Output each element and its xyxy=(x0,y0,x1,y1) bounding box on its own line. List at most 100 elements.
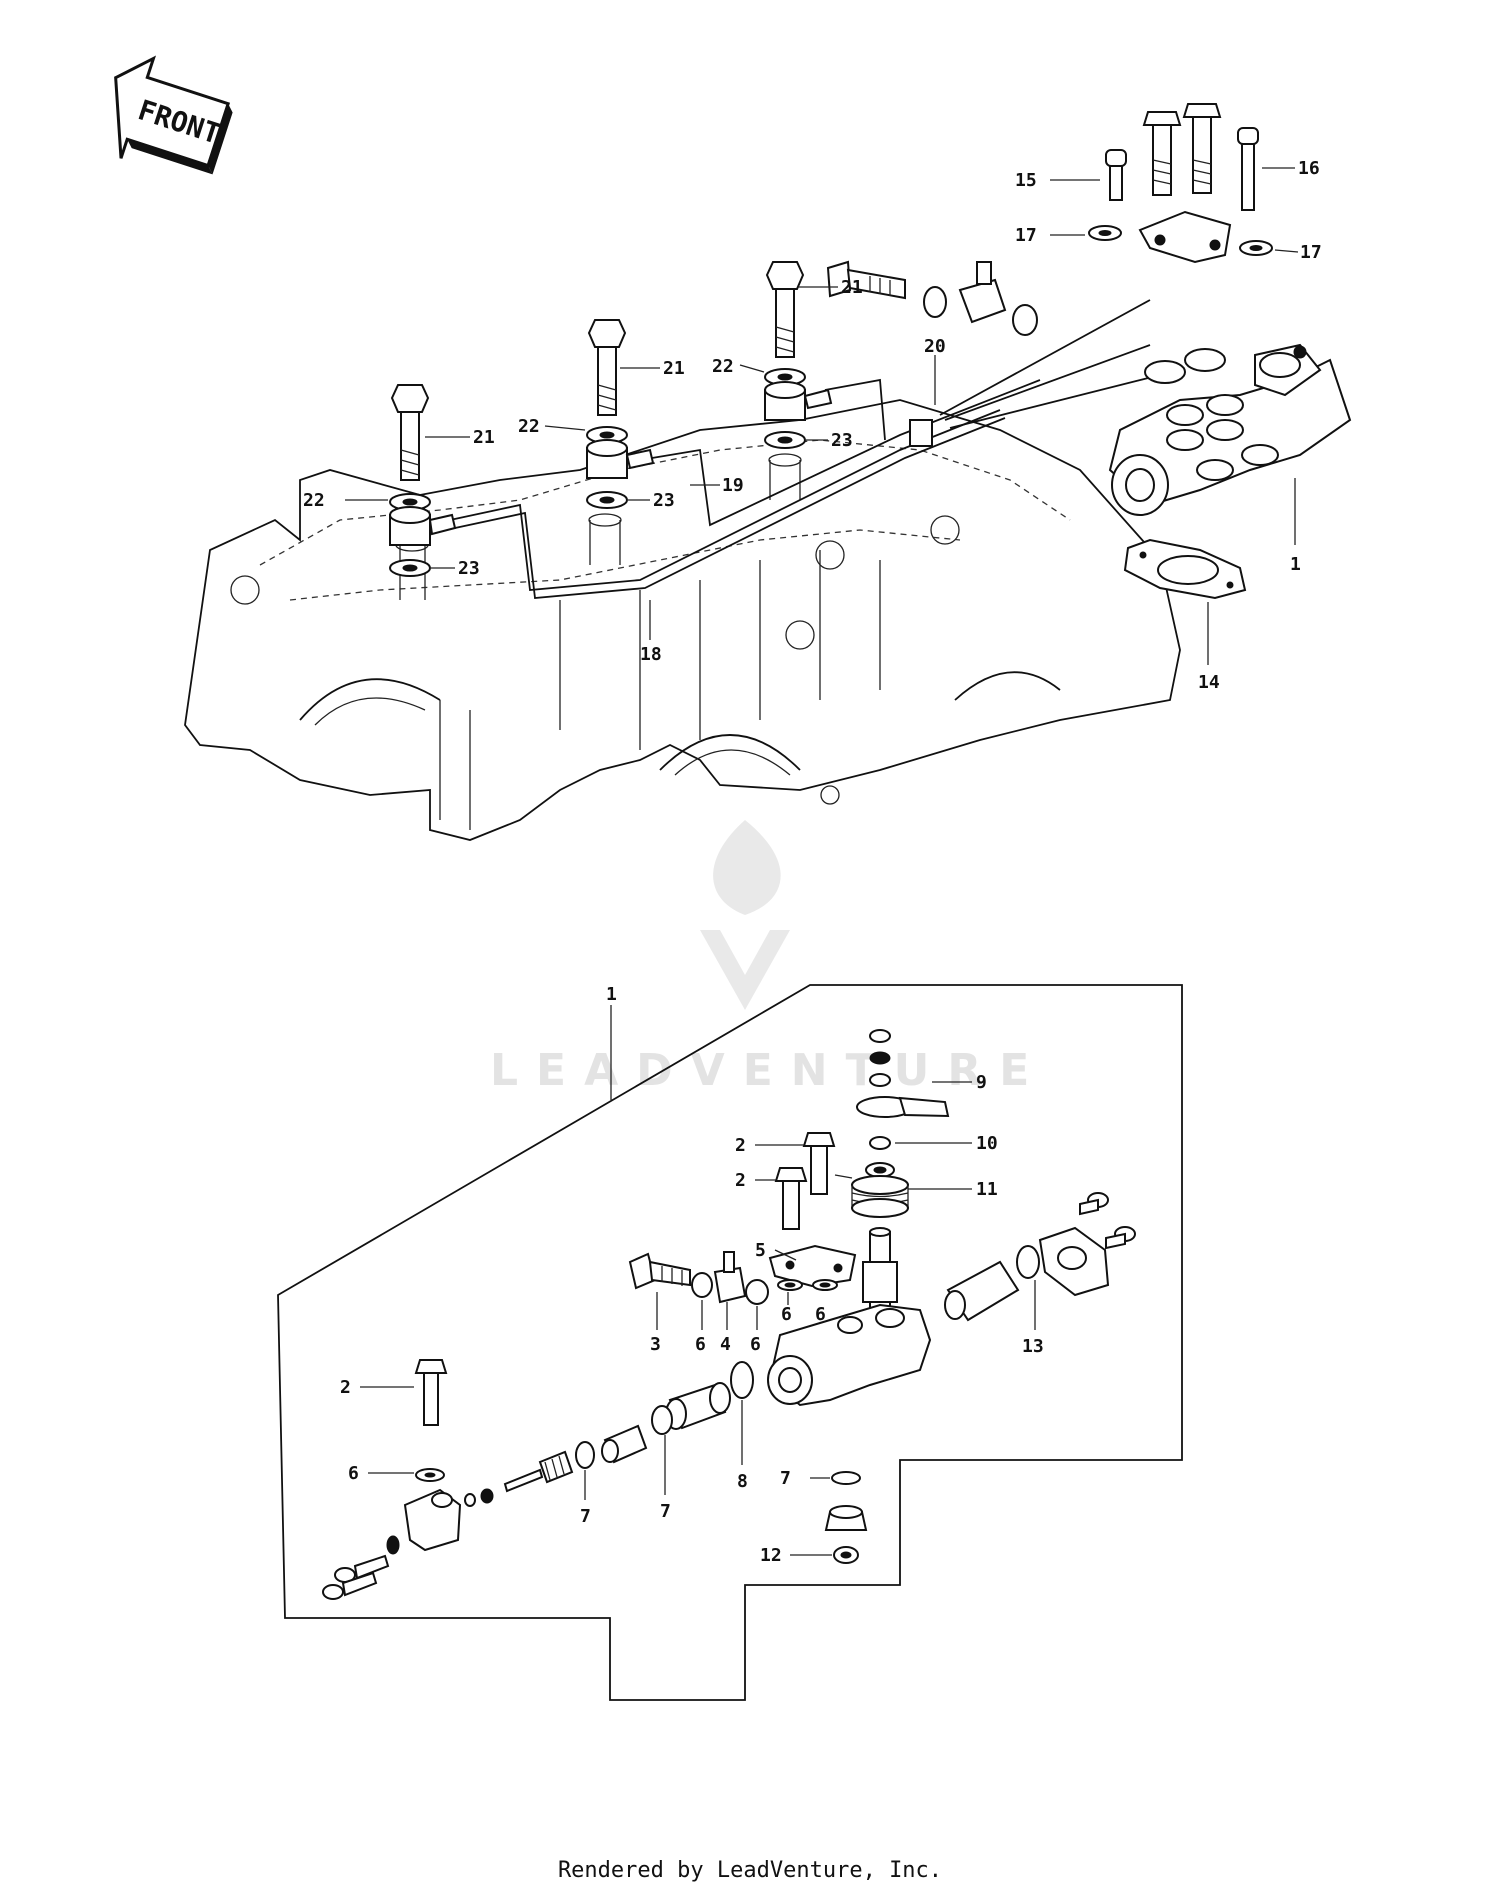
callout-22: 22 xyxy=(518,416,540,437)
flange-bolt-icon xyxy=(414,1359,448,1426)
callout-17: 17 xyxy=(1300,242,1322,263)
callout-16: 16 xyxy=(1298,158,1320,179)
o-ring-icon xyxy=(1016,1245,1040,1279)
screw-icon xyxy=(1105,1226,1136,1250)
callout-8: 8 xyxy=(737,1471,748,1492)
nut-icon xyxy=(869,1029,891,1043)
leader-lines-bottom xyxy=(360,1005,1036,1556)
watermark-text: LEADVENTURE xyxy=(490,1045,1047,1096)
callout-22: 22 xyxy=(712,356,734,377)
callout-4: 4 xyxy=(720,1334,731,1355)
gasket-icon xyxy=(1123,538,1247,600)
washer-icon xyxy=(869,1136,891,1150)
o-ring-icon xyxy=(651,1405,673,1435)
callout-21: 21 xyxy=(663,358,685,379)
spring-icon xyxy=(538,1450,574,1484)
pump-body-icon xyxy=(767,1303,932,1407)
screw-icon xyxy=(1079,1192,1109,1216)
callout-6: 6 xyxy=(815,1304,826,1325)
callouts-bottom: 1 2 2 2 3 4 5 6 6 6 6 6 7 7 7 8 9 10 11 … xyxy=(340,984,1044,1566)
callout-7: 7 xyxy=(660,1501,671,1522)
banjo-bolt-icon xyxy=(628,1252,691,1290)
callout-21: 21 xyxy=(841,277,863,298)
washer-icon xyxy=(1012,304,1038,336)
banjo-bolt-icon xyxy=(390,384,430,481)
o-ring-icon xyxy=(575,1441,595,1469)
footer-credit: Rendered by LeadVenture, Inc. xyxy=(557,1858,943,1883)
screw-icon xyxy=(1105,149,1127,201)
callouts-top: 1 14 15 16 17 17 18 19 20 21 21 21 22 22… xyxy=(303,158,1322,693)
banjo-fitting-icon xyxy=(713,1266,747,1304)
callout-22: 22 xyxy=(303,490,325,511)
callout-20: 20 xyxy=(924,336,946,357)
flange-bolt-icon xyxy=(1142,111,1182,196)
watermark-logo: LEADVENTURE xyxy=(490,820,1047,1096)
callout-19: 19 xyxy=(722,475,744,496)
o-ring-icon xyxy=(730,1361,754,1399)
flange-bolt-icon xyxy=(1182,103,1222,194)
banjo-bolt-icon xyxy=(587,319,627,416)
bracket-icon xyxy=(1138,210,1232,264)
screw-icon xyxy=(1237,127,1259,211)
callout-2: 2 xyxy=(340,1377,351,1398)
washer-icon xyxy=(923,286,947,318)
flange-bolt-icon xyxy=(774,1167,808,1230)
callout-14: 14 xyxy=(1198,672,1220,693)
check-ball-icon xyxy=(480,1488,494,1504)
leader-lines-top xyxy=(345,167,1299,665)
callout-23: 23 xyxy=(831,430,853,451)
cylinder-icon xyxy=(665,1382,731,1430)
oil-pipes xyxy=(449,299,1161,599)
engine-cylinder-head xyxy=(184,399,1181,841)
callout-11: 11 xyxy=(976,1179,998,1200)
callout-21: 21 xyxy=(473,427,495,448)
washer-icon xyxy=(745,1279,769,1305)
screw-icon xyxy=(322,1571,378,1600)
front-arrow-icon: FRONT xyxy=(114,55,233,175)
washer-icon xyxy=(869,1073,891,1087)
flange-bolt-icon xyxy=(802,1132,836,1195)
callout-5: 5 xyxy=(755,1240,766,1261)
piston-icon xyxy=(601,1424,648,1464)
screw-icon xyxy=(334,1554,390,1583)
callout-6: 6 xyxy=(781,1304,792,1325)
callout-10: 10 xyxy=(976,1133,998,1154)
callout-6: 6 xyxy=(750,1334,761,1355)
plug-icon xyxy=(824,1505,868,1531)
nut-icon xyxy=(869,1051,891,1065)
callout-1: 1 xyxy=(606,984,617,1005)
washer-icon xyxy=(691,1272,713,1298)
callout-23: 23 xyxy=(458,558,480,579)
exploded-view-frame xyxy=(277,984,1183,1701)
banjo-bolt-icon xyxy=(765,261,805,358)
callout-6: 6 xyxy=(348,1463,359,1484)
callout-7: 7 xyxy=(780,1468,791,1489)
callout-12: 12 xyxy=(760,1545,782,1566)
callout-15: 15 xyxy=(1015,170,1037,191)
callout-23: 23 xyxy=(653,490,675,511)
callout-18: 18 xyxy=(640,644,662,665)
callout-3: 3 xyxy=(650,1334,661,1355)
oil-pump-assembly xyxy=(1108,343,1352,516)
pump-inlet-fitting xyxy=(826,260,1038,336)
pipe-clamp-icon xyxy=(909,419,933,447)
callout-2: 2 xyxy=(735,1135,746,1156)
callout-1: 1 xyxy=(1290,554,1301,575)
callout-6: 6 xyxy=(695,1334,706,1355)
pump-mount-hardware xyxy=(1088,103,1273,264)
banjo-fittings xyxy=(389,368,833,577)
pushrod-icon xyxy=(503,1468,544,1493)
callout-9: 9 xyxy=(976,1072,987,1093)
end-cap-icon xyxy=(403,1488,462,1552)
spring-icon xyxy=(834,1174,909,1218)
callout-13: 13 xyxy=(1022,1336,1044,1357)
callout-17: 17 xyxy=(1015,225,1037,246)
callout-2: 2 xyxy=(735,1170,746,1191)
callout-7: 7 xyxy=(580,1506,591,1527)
bracket-icon xyxy=(768,1244,857,1288)
o-ring-icon xyxy=(831,1471,861,1485)
o-ring-icon xyxy=(386,1535,400,1555)
banjo-bolts-21 xyxy=(390,261,805,481)
exploded-pump-parts xyxy=(322,1029,1136,1600)
